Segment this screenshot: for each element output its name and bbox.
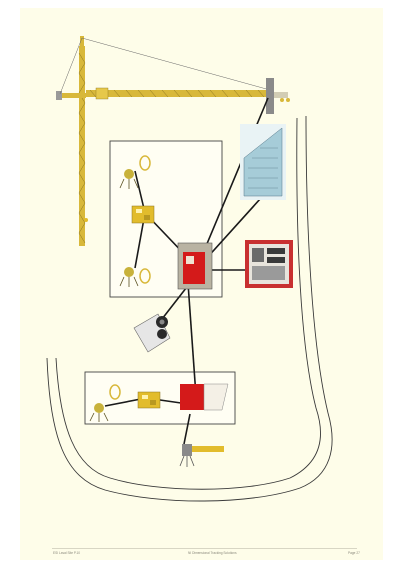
target-sphere [280,98,290,102]
hub-cabinet [178,243,212,289]
cable-reel [134,314,170,352]
controller-box [138,392,160,408]
footer-left-text: ESI Laval Site P.10 [53,551,80,555]
footer-rule [52,548,357,549]
controller-box [132,206,154,223]
building-section [240,124,286,200]
hub-cabinet [180,384,228,410]
document-page: ESI Laval Site P.10 NI Dimensional Track… [20,8,383,560]
electrical-cabinet [245,240,293,288]
site-layout-diagram [20,8,383,560]
page-number: Page 27 [348,551,360,555]
survey-instrument [180,444,224,467]
footer-center-text: NI Dimensional Tracking Solutions [188,551,237,555]
